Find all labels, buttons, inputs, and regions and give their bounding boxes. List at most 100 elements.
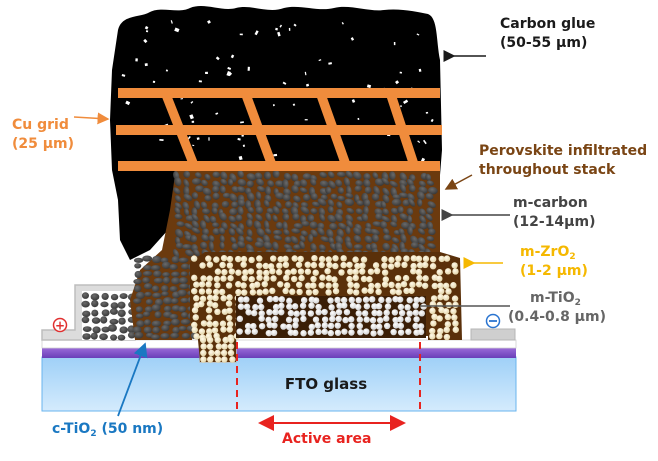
tio2-particle: [265, 316, 272, 324]
tio2-particle: [321, 328, 328, 335]
carbon-glue-gap: [242, 144, 246, 147]
carbon-particle: [127, 331, 136, 339]
carbon-particle: [228, 215, 237, 223]
carbon-particle: [151, 320, 162, 327]
carbon-particle: [382, 208, 389, 216]
cu-grid-label: Cu grid (25 µm): [12, 116, 74, 154]
zro2-particle: [200, 343, 207, 350]
carbon-particle: [237, 178, 247, 187]
carbon-particle: [201, 208, 211, 215]
zro2-particle: [267, 263, 275, 270]
zro2-particle: [208, 349, 215, 357]
carbon-particle: [272, 206, 280, 215]
tio2-particle: [375, 302, 383, 310]
carbon-particle: [311, 201, 320, 207]
carbon-glue-gap: [239, 33, 243, 36]
carbon-particle: [344, 198, 355, 206]
carbon-particle: [143, 319, 151, 326]
zro2-particle: [275, 268, 283, 276]
zro2-particle: [200, 356, 207, 363]
zro2-particle: [200, 320, 208, 327]
tio2-particle: [342, 316, 349, 324]
carbon-particle: [181, 311, 189, 319]
carbon-particle: [151, 255, 162, 264]
zro2-particle: [198, 288, 206, 295]
zro2-particle: [429, 256, 437, 263]
carbon-particle: [327, 171, 335, 179]
carbon-particle: [180, 297, 189, 304]
c-tio2-arrow: [117, 342, 148, 417]
carbon-particle: [373, 186, 380, 196]
carbon-particle: [254, 241, 265, 248]
zro2-particle: [249, 289, 257, 296]
zro2-particle: [206, 261, 214, 268]
carbon-particle: [152, 292, 162, 299]
zro2-particle: [222, 336, 229, 344]
zro2-particle: [297, 255, 304, 263]
carbon-particle: [273, 229, 283, 236]
zro2-particle: [431, 282, 439, 290]
carbon-glue-gap: [144, 63, 148, 67]
tio2-particle: [413, 296, 420, 304]
carbon-particle: [110, 293, 119, 301]
carbon-particle: [229, 193, 238, 202]
tio2-particle: [300, 296, 308, 304]
carbon-particle: [281, 208, 289, 215]
zro2-particle: [290, 275, 298, 283]
carbon-particle: [183, 193, 193, 202]
carbon-particle: [172, 249, 180, 258]
carbon-glue-gap: [272, 104, 275, 107]
carbon-particle: [390, 207, 399, 215]
zro2-particle: [451, 262, 458, 269]
carbon-glue-gap: [247, 66, 250, 71]
carbon-particle: [208, 241, 214, 251]
carbon-particle: [327, 205, 334, 214]
tio2-particle: [396, 296, 404, 303]
zro2-particle: [198, 300, 205, 308]
carbon-particle: [400, 233, 407, 244]
zro2-particle: [206, 294, 214, 301]
carbon-particle: [291, 173, 299, 182]
m-zro2-label-thickness: (1-2 µm): [520, 263, 588, 279]
zro2-particle: [282, 287, 289, 295]
zro2-particle: [352, 256, 359, 263]
carbon-particle: [427, 201, 436, 209]
fto-conductive-right: [236, 348, 516, 358]
carbon-particle: [100, 301, 109, 308]
carbon-particle: [171, 271, 180, 278]
carbon-glue-gap: [143, 38, 148, 44]
carbon-glue-gap: [328, 62, 332, 65]
carbon-particle: [134, 263, 142, 269]
zro2-particle: [214, 268, 222, 275]
zro2-particle: [193, 333, 200, 340]
carbon-particle: [320, 236, 330, 243]
carbon-particle: [161, 291, 169, 297]
carbon-glue-gap: [238, 155, 243, 161]
zro2-particle: [421, 282, 429, 289]
carbon-particle: [91, 299, 99, 308]
zro2-particle: [346, 261, 353, 268]
carbon-glue-gap: [227, 66, 232, 70]
zro2-particle: [225, 282, 233, 289]
carbon-particle: [425, 173, 432, 181]
tio2-particle: [335, 315, 342, 323]
carbon-particle: [334, 213, 343, 223]
carbon-particle: [183, 170, 191, 178]
carbon-glue-gap: [273, 153, 278, 157]
carbon-particle: [372, 221, 383, 227]
carbon-glue-gap: [293, 23, 297, 27]
carbon-glue-gap: [304, 71, 307, 76]
carbon-particle: [334, 179, 343, 187]
tio2-particle: [315, 303, 322, 311]
carbon-particle: [91, 309, 99, 317]
tio2-particle: [285, 316, 293, 324]
carbon-particle: [301, 220, 310, 227]
tio2-particle: [256, 297, 264, 304]
carbon-particle: [371, 234, 379, 243]
zro2-particle: [256, 289, 263, 296]
tio2-particle: [348, 329, 355, 336]
carbon-particle: [353, 227, 362, 236]
zro2-particle: [263, 269, 270, 277]
zro2-particle: [415, 255, 423, 263]
zro2-particle: [410, 255, 418, 262]
